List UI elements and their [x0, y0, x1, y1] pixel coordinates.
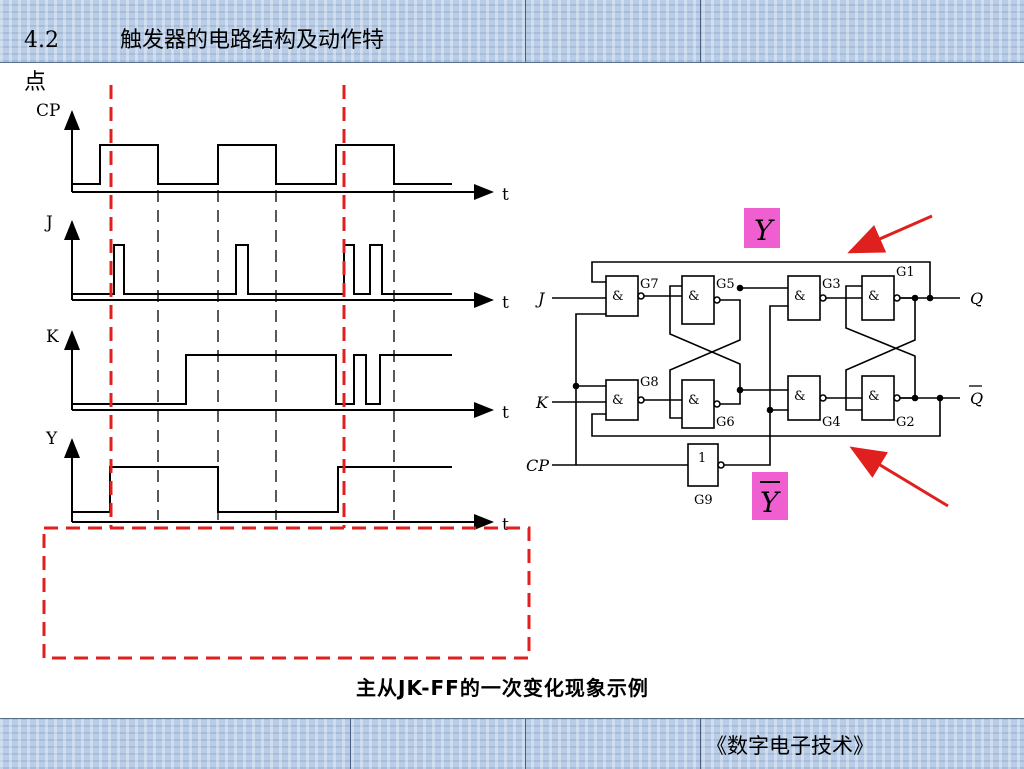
- band-divider: [350, 719, 351, 769]
- input-label-j: J: [535, 289, 546, 308]
- title-text: 触发器的电路结构及动作特: [120, 28, 385, 53]
- gate-symbol: &: [612, 289, 624, 304]
- slide-title: 4.2 触发器的电路结构及动作特: [24, 28, 384, 54]
- gate-label-g7: G7: [640, 277, 659, 292]
- signal-label-j: J: [44, 213, 53, 233]
- gate-label-g9: G9: [694, 493, 713, 508]
- y-label: Y: [754, 214, 775, 247]
- gate-symbol: &: [868, 289, 880, 304]
- band-divider: [700, 719, 701, 769]
- time-label: t: [502, 293, 509, 313]
- gate-label-g2: G2: [896, 415, 915, 430]
- gate-label-g5: G5: [716, 277, 735, 292]
- gate-label-g6: G6: [716, 415, 735, 430]
- gate-label-g3: G3: [822, 277, 841, 292]
- gate-symbol: &: [612, 393, 624, 408]
- highlight-markers: [42, 85, 531, 660]
- gate-g1: [861, 275, 895, 321]
- gate-g4: [787, 375, 821, 421]
- cp-waveform: [72, 144, 452, 185]
- y-bar-label: Y: [760, 486, 781, 519]
- footer-band: [0, 718, 1024, 769]
- signal-label-k: K: [46, 327, 59, 347]
- arrow-to-y-bar: [849, 446, 949, 508]
- input-label-k: K: [535, 393, 549, 412]
- gate-label-g4: G4: [822, 415, 841, 430]
- gate-label-g1: G1: [896, 265, 915, 280]
- band-divider: [525, 719, 526, 769]
- highlight-box: [42, 526, 531, 660]
- gate-g2: [861, 375, 895, 421]
- jk-circuit: [552, 261, 960, 487]
- header-band: [0, 0, 1024, 63]
- gate-label-g8: G8: [640, 375, 659, 390]
- arrow-to-y: [847, 214, 933, 254]
- j-waveform: [72, 244, 452, 295]
- gate-g8: [605, 379, 639, 421]
- gate-symbol: &: [688, 289, 700, 304]
- band-divider: [700, 0, 701, 62]
- gate-g5: [681, 275, 715, 325]
- gate-symbol: &: [868, 389, 880, 404]
- signal-label-cp: CP: [36, 101, 60, 121]
- time-label: t: [502, 185, 509, 205]
- time-label: t: [502, 515, 509, 535]
- footer-course-title: 《数字电子技术》: [706, 734, 874, 758]
- gate-symbol: &: [688, 393, 700, 408]
- timing-diagram: [64, 110, 494, 530]
- gate-symbol: &: [794, 289, 806, 304]
- output-label-q-bar: Q: [970, 389, 983, 408]
- y-bar-label-box: [752, 472, 788, 520]
- gate-symbol: 1: [698, 451, 706, 466]
- input-label-cp: CP: [526, 456, 549, 475]
- y-label-box: [744, 208, 780, 248]
- figure-caption: 主从JK-FF的一次变化现象示例: [356, 676, 649, 700]
- title-wrap-text: 点: [24, 70, 47, 95]
- time-label: t: [502, 403, 509, 423]
- gate-symbol: &: [794, 389, 806, 404]
- signal-label-y: Y: [45, 429, 58, 449]
- y-waveform: [72, 466, 452, 513]
- output-label-q: Q: [970, 289, 983, 308]
- gate-g3: [787, 275, 821, 321]
- band-divider: [525, 0, 526, 62]
- clock-edge-markers: [157, 190, 395, 520]
- section-number: 4.2: [24, 28, 59, 53]
- k-waveform: [72, 354, 452, 405]
